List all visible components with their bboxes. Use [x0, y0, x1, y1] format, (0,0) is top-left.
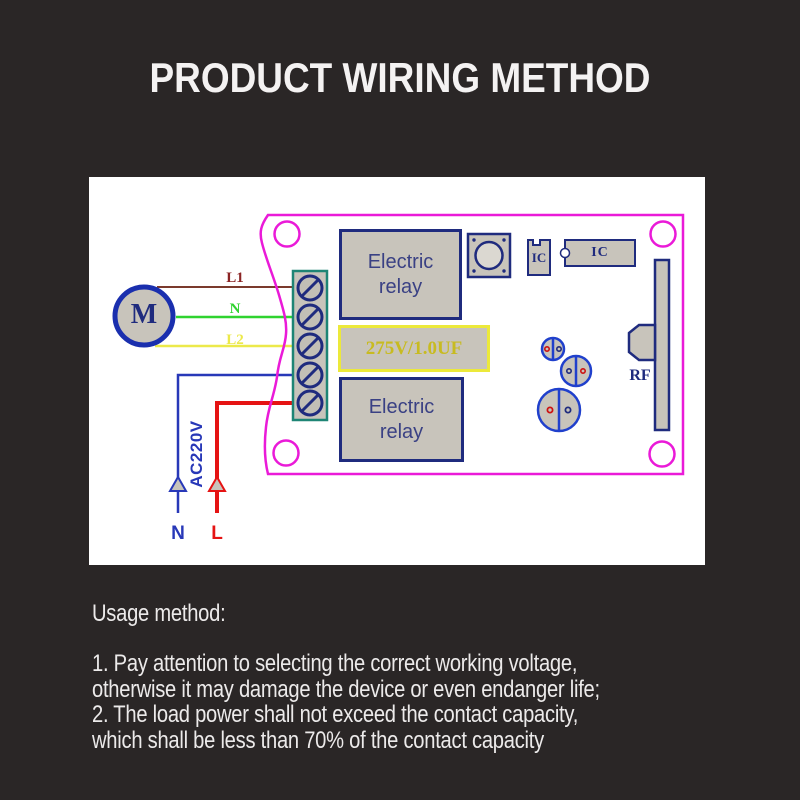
- wire-label-l1: L1: [226, 270, 244, 286]
- usage-line-4: which shall be less than 70% of the cont…: [92, 726, 544, 754]
- rf-antenna-bar: [653, 258, 671, 432]
- motor-label: M: [130, 299, 158, 330]
- terminal-screws: [296, 274, 324, 417]
- usage-line-3: 2. The load power shall not exceed the c…: [92, 701, 579, 728]
- ic-large-label: IC: [591, 245, 609, 260]
- live-terminal-label: L: [211, 523, 223, 544]
- rf-antenna-tab: [627, 323, 657, 362]
- ic-small-chip: [527, 239, 551, 276]
- arrow-live: [207, 474, 227, 492]
- supply-voltage-label: AC220V: [187, 420, 206, 488]
- pcb-board-outline: [259, 213, 685, 476]
- ic-large-chip: [559, 239, 636, 267]
- mounting-hole-top-left: [273, 220, 301, 248]
- page-title: PRODUCT WIRING METHOD: [149, 54, 651, 101]
- mounting-hole-top-right: [649, 220, 677, 248]
- wire-red-live-supply: [215, 401, 303, 513]
- ic-small-label: IC: [531, 249, 547, 265]
- transistor-large: [536, 387, 582, 433]
- usage-heading: Usage method:: [92, 600, 226, 627]
- mounting-hole-bottom-right: [648, 440, 676, 468]
- push-button: [466, 232, 512, 279]
- capacitor-box: 275V/1.0UF: [338, 325, 490, 372]
- usage-line-2: otherwise it may damage the device or ev…: [92, 675, 600, 703]
- usage-instructions: 1. Pay attention to selecting the correc…: [92, 651, 600, 753]
- arrow-neutral: [168, 474, 188, 492]
- wire-label-l2: L2: [226, 332, 244, 348]
- relay-bottom-box: Electric relay: [339, 377, 464, 462]
- motor-symbol: [112, 284, 176, 348]
- wire-label-n: N: [229, 301, 241, 317]
- transistor-small: [540, 336, 566, 362]
- wiring-diagram-graphic: [112, 213, 685, 513]
- mounting-hole-bottom-left: [272, 439, 300, 467]
- transistor-medium: [559, 354, 593, 388]
- relay-top-box: Electric relay: [339, 229, 462, 320]
- usage-line-1: 1. Pay attention to selecting the correc…: [92, 650, 578, 677]
- neutral-terminal-label: N: [171, 523, 185, 544]
- rf-label: RF: [629, 367, 651, 384]
- wire-blue-neutral-supply: [176, 373, 303, 513]
- wiring-diagram-panel: M L1 N L2 Electric relay 275V/1.0UF Elec…: [89, 177, 705, 565]
